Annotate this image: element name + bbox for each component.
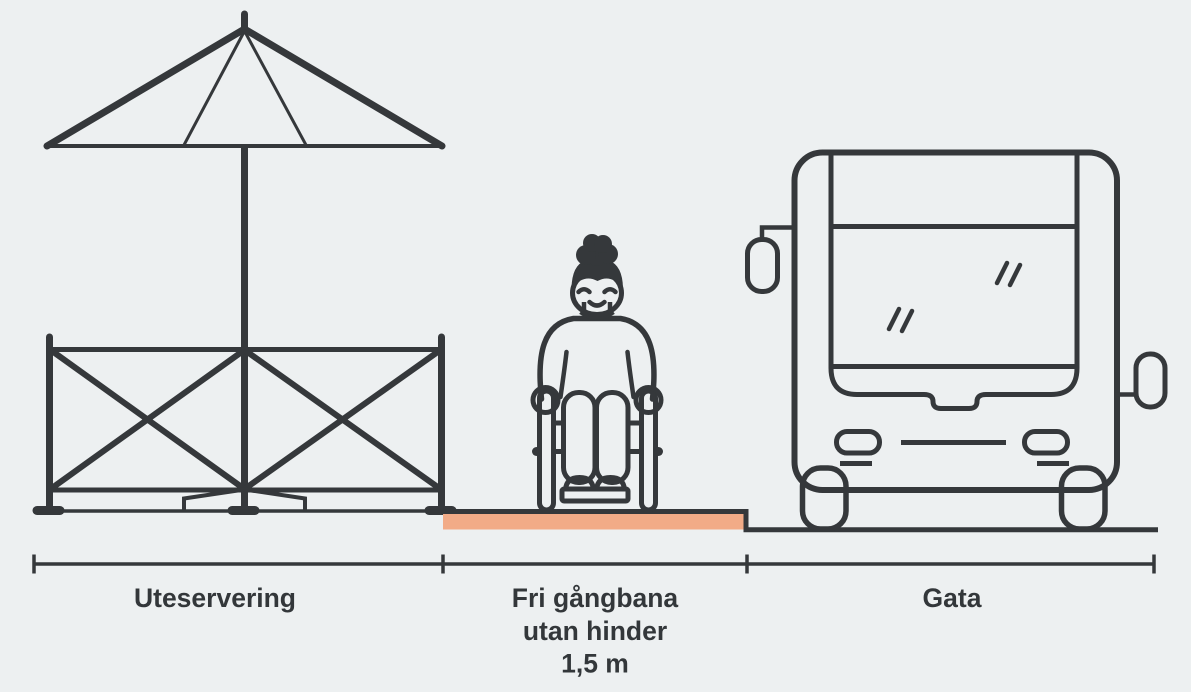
- bus-mirror-right: [1133, 351, 1168, 410]
- person-arm-left: [558, 349, 569, 400]
- umbrella-canopy-edge-right: [241, 25, 446, 150]
- walkway-curb-street-edge: [446, 509, 1158, 533]
- bus-headlight-right: [1022, 429, 1070, 456]
- person-hand-left: [530, 385, 561, 415]
- label-gata: Gata: [923, 583, 982, 613]
- umbrella-icon: [43, 10, 446, 509]
- person-foot-left: [563, 474, 596, 490]
- bus-mirror-arm-left: [759, 225, 797, 241]
- wheelchair-axle-right: [654, 447, 663, 456]
- measurement-line: [32, 554, 1156, 574]
- person-hair-bun: [576, 234, 618, 266]
- wheelchair-user-icon: [530, 234, 664, 513]
- person-hair: [571, 258, 623, 288]
- fence-brace: [243, 348, 442, 491]
- label-fri-gangbana-line2: utan hinder: [523, 616, 667, 646]
- fence-icon: [32, 333, 457, 515]
- bus-front-mask: [828, 155, 1080, 411]
- wheelchair-footplate: [559, 486, 631, 504]
- fence-brace: [49, 348, 246, 491]
- zone-labels: Uteservering Fri gångbana utan hinder 1,…: [134, 583, 982, 679]
- person-hand-right: [633, 385, 664, 415]
- person-foot-right: [594, 474, 627, 490]
- bus-wheel-left: [799, 465, 849, 532]
- umbrella-rib-left: [182, 30, 246, 146]
- person-leg-right: [594, 390, 631, 485]
- umbrella-rib-right: [243, 30, 308, 146]
- umbrella-canopy-edge-left: [43, 25, 248, 150]
- person-eye-right: [602, 287, 618, 295]
- label-fri-gangbana-line1: Fri gångbana: [512, 583, 679, 613]
- label-uteservering: Uteservering: [134, 583, 296, 613]
- bus-headlight-left: [834, 429, 882, 456]
- bus-body: [791, 149, 1120, 493]
- bus-icon: [745, 149, 1168, 532]
- person-eye-left: [576, 287, 592, 295]
- walkway-surface: [443, 514, 746, 530]
- walkway-highlight: [443, 509, 1158, 533]
- person-smile: [587, 299, 607, 308]
- bus-mirror-left: [745, 237, 780, 294]
- person-arm-right: [625, 349, 636, 400]
- umbrella-base: [182, 487, 307, 510]
- wheelchair-axle-left: [532, 447, 541, 456]
- windshield-glare: [886, 260, 1023, 334]
- label-fri-gangbana-line3: 1,5 m: [561, 649, 629, 679]
- bus-wheel-right: [1058, 465, 1108, 532]
